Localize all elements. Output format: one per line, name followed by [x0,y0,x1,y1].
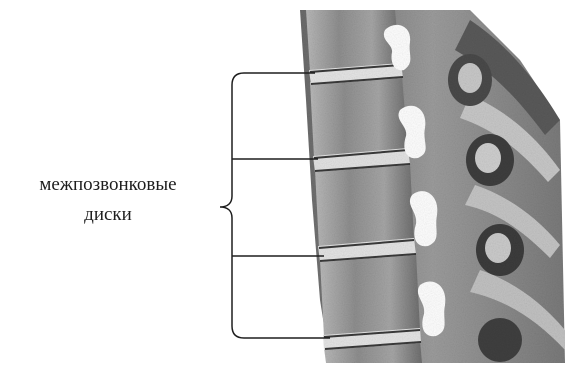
vertebral-body-1 [306,10,400,72]
vertebral-column [300,10,565,363]
facet-joint-4 [478,318,522,362]
vertebral-body-2 [310,76,408,158]
facet-joint-2-center [475,143,501,173]
intervertebral-discs-label: межпозвонковые диски [8,170,208,230]
label-line-2: диски [8,200,208,230]
label-line-1: межпозвонковые [8,170,208,200]
facet-joint-1-center [458,63,482,93]
vertebral-body-3 [315,163,414,248]
facet-joint-3-center [485,233,511,263]
vertebral-body-4 [320,253,420,337]
